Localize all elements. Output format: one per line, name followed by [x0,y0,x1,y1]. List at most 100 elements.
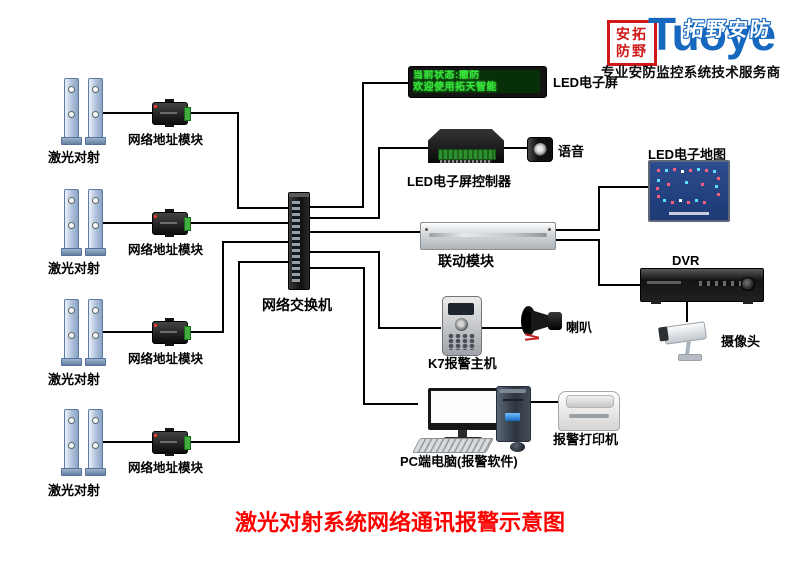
laser-detector-icon [61,189,108,259]
horn-label: 喇叭 [566,320,593,335]
led-map-label: LED电子地图 [648,147,727,162]
connector-line [238,261,289,263]
led-controller-label: LED电子屏控制器 [407,174,512,189]
connector-line [306,206,364,208]
led-indicator [154,434,157,437]
network-switch-icon [288,192,310,290]
switch-label: 网络交换机 [262,297,332,313]
network-module-label: 网络地址模块 [128,352,204,366]
connector-line [103,441,153,443]
connector-line [103,112,153,114]
connector-line [188,331,224,333]
network-module-icon [152,99,191,127]
connector-line [503,147,528,149]
horn-speaker-icon [521,302,565,342]
laser-label: 激光对射 [48,483,101,498]
connector-line [222,241,224,333]
connector-line [188,222,289,224]
led-indicator [154,105,157,108]
connector-line [188,441,240,443]
terminal-connector [184,107,191,121]
seal-line1: 安拓 [616,26,648,42]
connector-line [530,401,562,403]
cctv-camera-icon [656,316,714,364]
pc-label: PC端电脑(报警软件) [400,454,518,469]
network-module-icon [152,209,191,237]
connector-line [598,284,641,286]
led-indicator [154,215,157,218]
k7-nav-pad [455,318,468,331]
switch-ports [292,201,300,283]
led-screen-text-line1: 当前状态:撤防 [413,70,480,81]
alarm-printer-icon [558,391,620,431]
map-dots [657,169,660,172]
network-module-icon [152,318,191,346]
printer-label: 报警打印机 [553,432,619,447]
laser-pole [61,78,82,145]
connector-line [378,327,441,329]
camera-label: 摄像头 [721,334,761,349]
pc-tower [496,386,531,442]
brand-tagline: 专业安防监控系统技术服务商 [601,65,781,80]
laser-label: 激光对射 [48,261,101,276]
connector-line [686,300,688,322]
connector-line [598,239,600,286]
dvr-icon [640,268,764,304]
brand-logo-chinese: 拓野安防 [682,19,773,41]
dvr-label: DVR [672,253,700,268]
led-indicator [154,324,157,327]
laser-detector-icon [61,409,108,479]
seal-line2: 防野 [616,43,648,59]
led-controller-icon [428,129,504,168]
voice-label: 语音 [558,144,585,159]
k7-alarm-host-icon [442,296,482,356]
voice-speaker-icon [527,137,553,162]
led-map-icon [648,160,730,222]
connector-line [378,147,380,219]
connector-line [378,251,380,329]
connector-line [478,327,523,329]
laser-pole [85,189,106,256]
connector-line [378,147,429,149]
laser-pole [85,299,106,366]
terminal-strip [438,149,496,160]
led-screen-icon: 当前状态:撤防 欢迎使用拓天智能 [408,66,547,98]
dvr-knob [741,277,755,291]
connector-line [306,267,365,269]
connector-line [188,112,239,114]
laser-detector-icon [61,299,108,369]
laser-detector-icon [61,78,108,148]
connector-line [306,217,380,219]
connector-line [553,239,600,241]
connector-line [362,82,364,208]
laser-pole [61,299,82,366]
k7-keypad [448,334,476,350]
connector-line [598,186,600,231]
map-caption-dashes [669,212,709,215]
k7-display [448,303,474,315]
diagram-title: 激光对射系统网络通讯报警示意图 [234,510,565,535]
connector-line [363,403,418,405]
dvr-buttons [699,281,741,286]
k7-label: K7报警主机 [428,356,497,371]
linkage-module-icon [420,222,556,250]
connector-line [238,261,240,443]
led-screen-label: LED电子屏 [553,75,619,90]
connector-line [222,241,289,243]
network-module-label: 网络地址模块 [128,133,204,147]
laser-pole [61,189,82,256]
connector-line [363,267,365,405]
laser-pole [61,409,82,476]
laser-label: 激光对射 [48,150,101,165]
connector-line [306,251,380,253]
connector-line [237,112,239,209]
camera-lens [658,326,669,342]
network-module-label: 网络地址模块 [128,243,204,257]
connector-line [103,222,153,224]
mouse [510,442,525,452]
brand-seal: 安拓 防野 [607,20,657,66]
laser-pole [85,409,106,476]
monitor [428,388,500,430]
connector-line [362,82,409,84]
